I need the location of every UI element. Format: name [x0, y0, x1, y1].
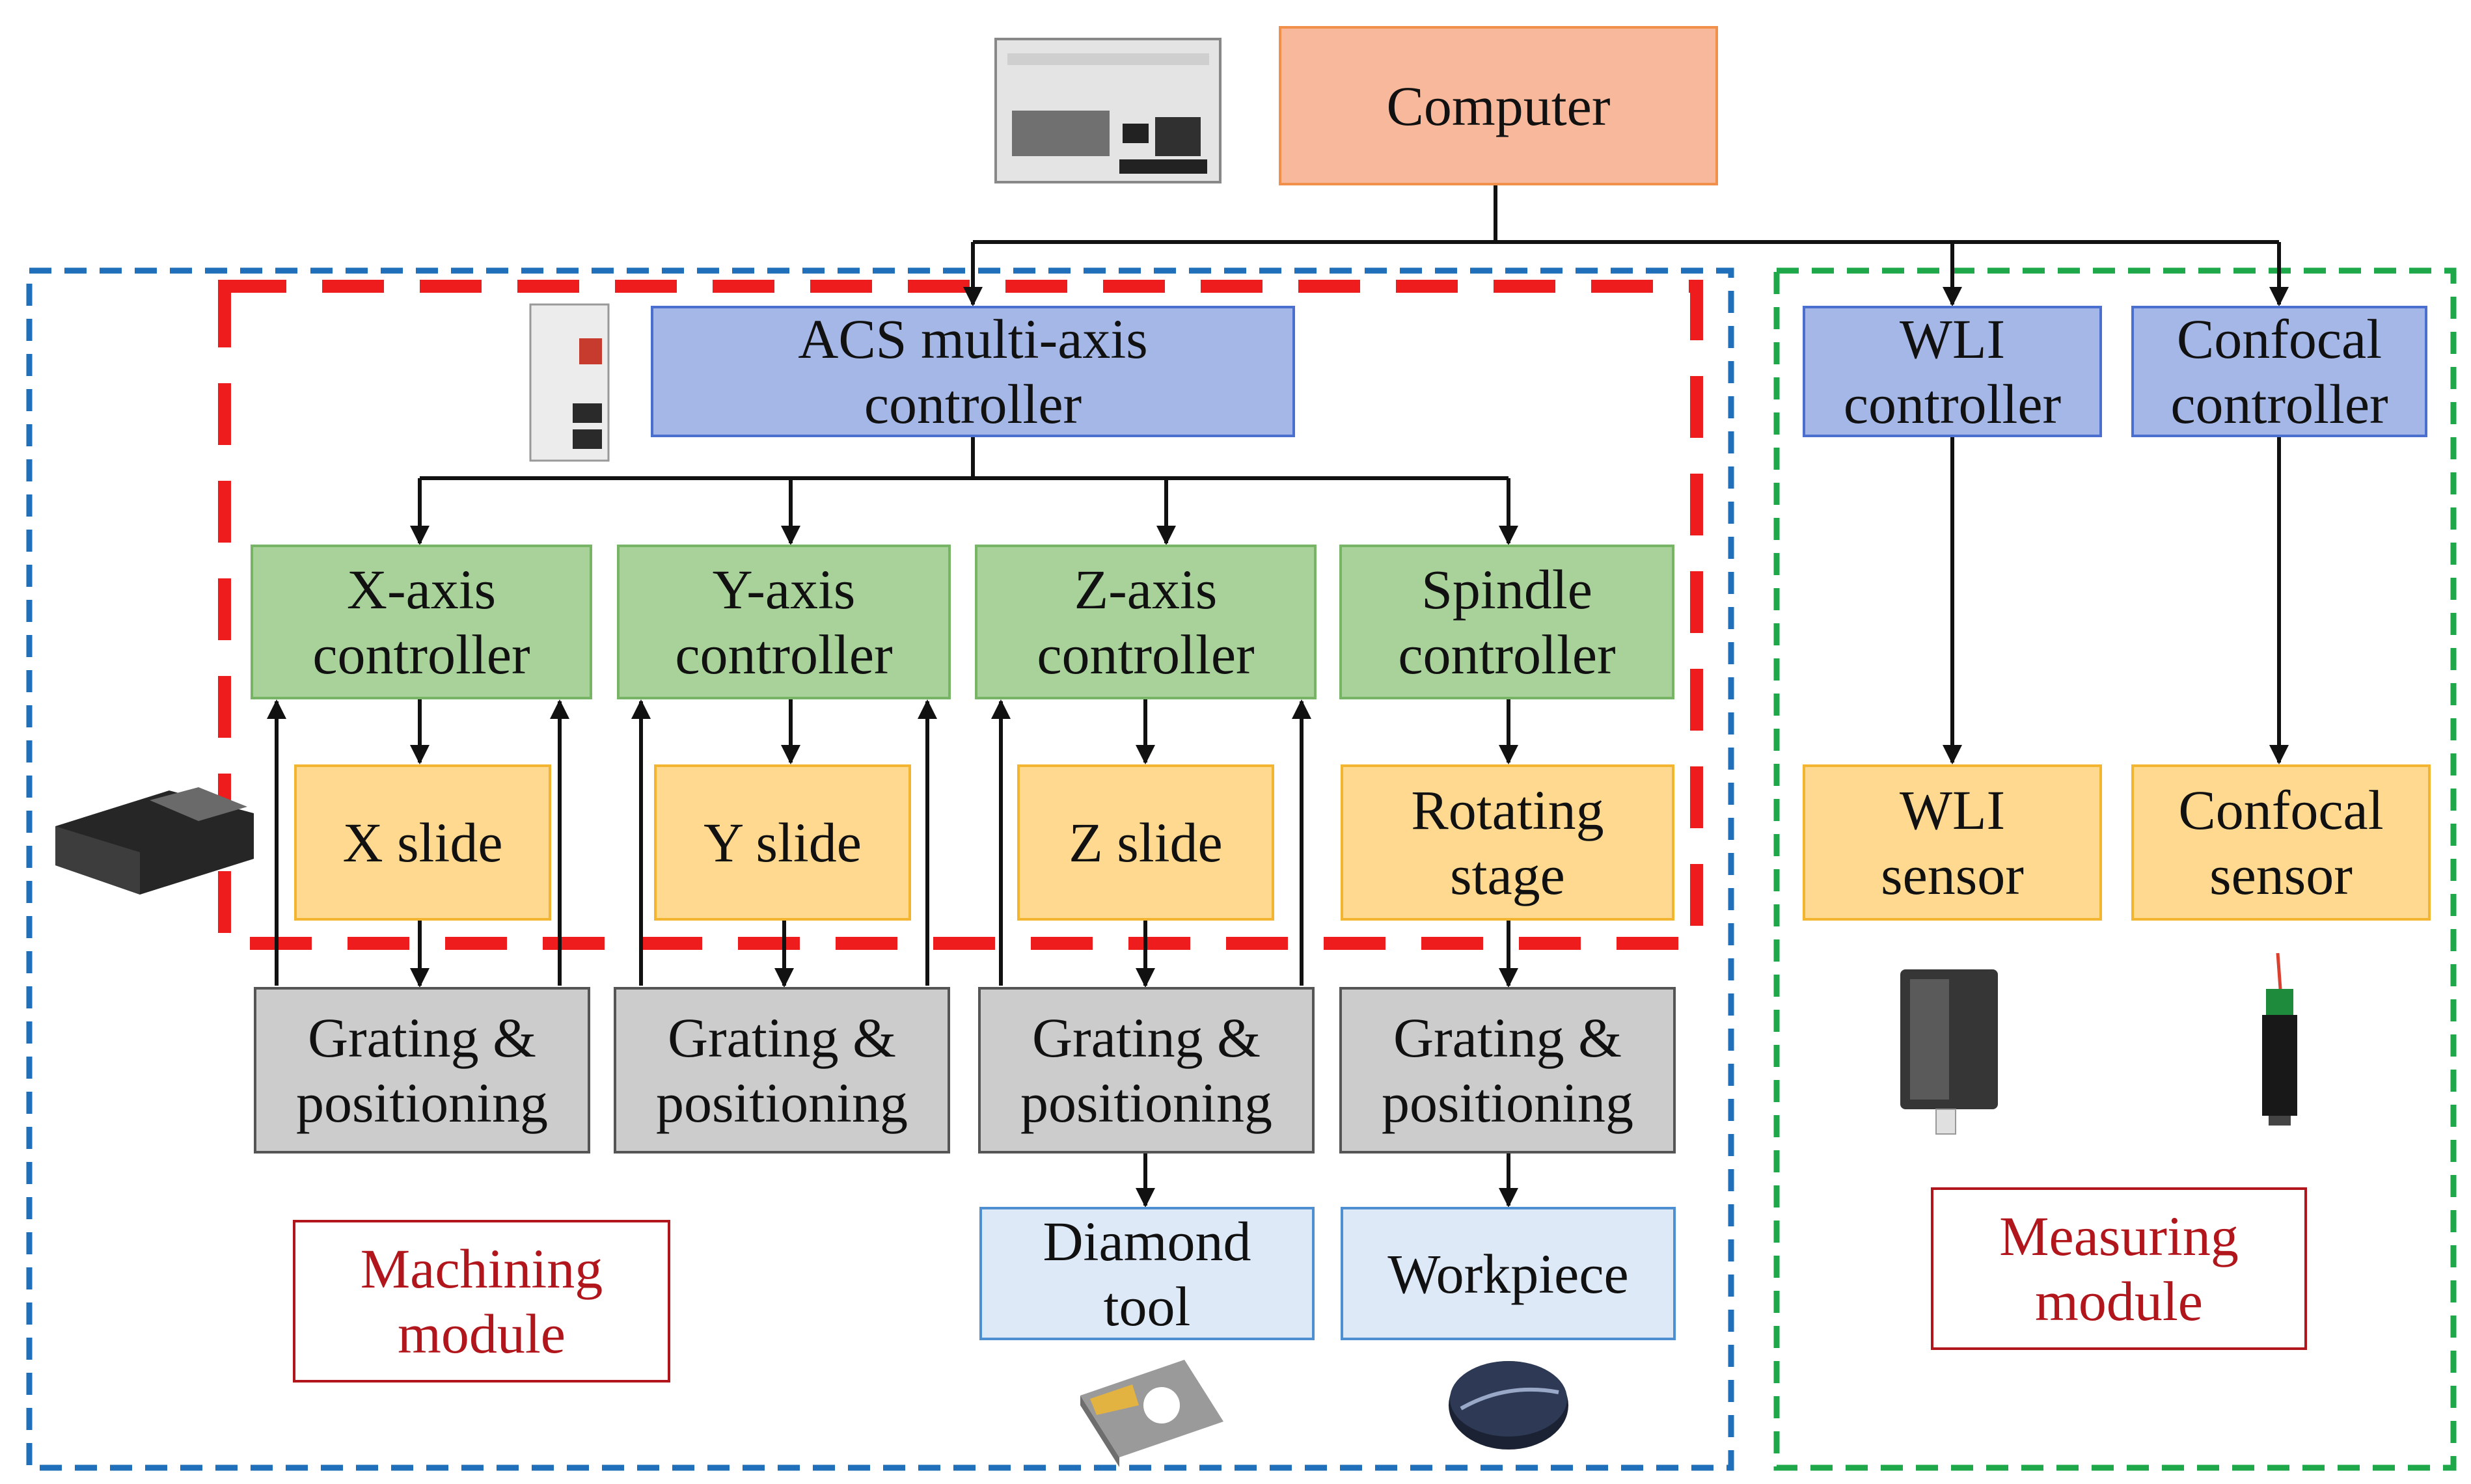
grating-positioning-spindle-box: Grating & positioning [1339, 987, 1676, 1153]
x-axis-controller-box: X-axis controller [251, 545, 592, 699]
measuring-module-label: Measuring module [1931, 1187, 2307, 1350]
measuring-module-frame [1773, 267, 2457, 1471]
confocal-sensor-box: Confocal sensor [2131, 764, 2431, 921]
diamond-tool-box: Diamond tool [979, 1207, 1315, 1340]
acs-controller-box: ACS multi-axis controller [651, 306, 1295, 437]
y-slide-box: Y slide [654, 764, 911, 921]
x-slide-box: X slide [294, 764, 551, 921]
machining-module-label: Machining module [293, 1220, 670, 1383]
confocal-probe-icon [2262, 952, 2297, 1126]
industrial-pc-icon [994, 38, 1222, 183]
z-axis-controller-box: Z-axis controller [975, 545, 1317, 699]
machining-module-frame [26, 267, 1734, 1471]
workpiece-box: Workpiece [1341, 1207, 1676, 1340]
grating-positioning-x-box: Grating & positioning [254, 987, 590, 1153]
wli-sensor-icon [1900, 969, 1998, 1135]
computer-box: Computer [1279, 26, 1718, 185]
controller-group-frame [218, 280, 1703, 950]
connector-lines [267, 185, 2289, 1207]
wli-sensor-box: WLI sensor [1803, 764, 2102, 921]
confocal-controller-box: Confocal controller [2131, 306, 2427, 437]
spindle-controller-box: Spindle controller [1339, 545, 1674, 699]
wli-controller-box: WLI controller [1803, 306, 2102, 437]
rotating-stage-box: Rotating stage [1341, 764, 1674, 921]
y-axis-controller-box: Y-axis controller [617, 545, 951, 699]
z-slide-box: Z slide [1017, 764, 1274, 921]
grating-positioning-z-box: Grating & positioning [978, 987, 1315, 1153]
linear-slide-icon [55, 787, 254, 895]
grating-positioning-y-box: Grating & positioning [614, 987, 950, 1153]
motion-controller-icon [529, 303, 610, 462]
diamond-insert-icon [1080, 1360, 1223, 1467]
wafer-icon [1449, 1361, 1568, 1450]
